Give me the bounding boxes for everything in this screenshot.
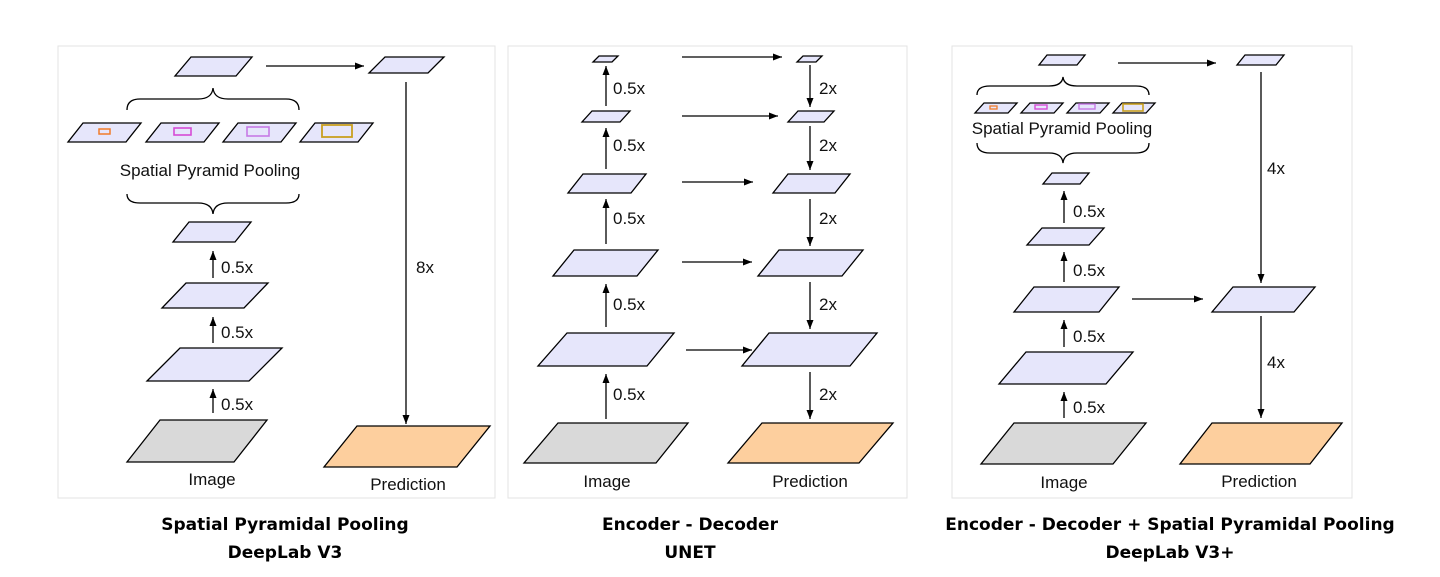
scale-label: 2x xyxy=(819,209,837,228)
prediction-label: Prediction xyxy=(370,475,446,494)
caption-title: Spatial Pyramidal Pooling xyxy=(161,515,409,535)
panel-spp: 0.5x 0.5x 0.5x Spatial Pyramid Pooling 8… xyxy=(57,45,496,499)
prediction-label: Prediction xyxy=(1221,472,1297,491)
feature-map xyxy=(786,110,836,123)
caption-deeplabv3plus: Encoder - Decoder + Spatial Pyramidal Po… xyxy=(920,511,1420,567)
feature-map xyxy=(580,110,632,123)
bin-marker-gold xyxy=(1122,103,1144,112)
scale-label: 8x xyxy=(416,258,434,277)
caption-title: Encoder - Decoder + Spatial Pyramidal Po… xyxy=(945,515,1395,535)
panel-unet: 0.5x 0.5x 0.5x 0.5x 0.5x 2x 2x 2x 2x 2x … xyxy=(507,45,908,499)
scale-label: 0.5x xyxy=(613,209,646,228)
feature-map xyxy=(795,55,824,63)
scale-label: 0.5x xyxy=(613,295,646,314)
scale-label: 2x xyxy=(819,295,837,314)
scale-label: 2x xyxy=(819,385,837,404)
feature-map xyxy=(367,56,446,74)
prediction-layer xyxy=(322,425,492,468)
feature-map xyxy=(1037,54,1087,66)
caption-subtitle: DeepLab V3 xyxy=(227,543,343,563)
caption-title: Encoder - Decoder xyxy=(602,515,778,535)
pooling-bin xyxy=(66,122,143,143)
scale-label: 2x xyxy=(819,79,837,98)
feature-map xyxy=(171,221,253,243)
scale-label: 0.5x xyxy=(613,136,646,155)
prediction-layer xyxy=(1178,422,1344,465)
spp-label: Spatial Pyramid Pooling xyxy=(972,119,1152,138)
image-label: Image xyxy=(188,470,235,489)
feature-map xyxy=(997,351,1135,385)
bin-marker-gold xyxy=(321,124,353,138)
feature-map xyxy=(1012,286,1121,313)
caption-subtitle: DeepLab V3+ xyxy=(1105,543,1235,563)
feature-map xyxy=(1025,227,1106,246)
scale-label: 0.5x xyxy=(1073,261,1106,280)
bin-marker-magenta xyxy=(173,127,192,136)
brace xyxy=(976,76,1150,96)
pooling-bin xyxy=(1065,102,1111,114)
panel-spp-frame xyxy=(57,45,496,499)
feature-map xyxy=(173,56,254,77)
feature-map xyxy=(1041,172,1091,185)
image-layer xyxy=(979,422,1148,465)
brace xyxy=(126,87,300,111)
spp-label: Spatial Pyramid Pooling xyxy=(120,161,300,180)
image-layer xyxy=(125,419,269,463)
pooling-bin xyxy=(1019,102,1065,114)
feature-map xyxy=(1235,54,1286,66)
feature-map xyxy=(145,347,284,382)
bin-marker-orange xyxy=(989,105,998,110)
scale-label: 0.5x xyxy=(1073,398,1106,417)
pooling-bin xyxy=(144,122,221,143)
scale-label: 0.5x xyxy=(221,258,254,277)
caption-unet: Encoder - Decoder UNET xyxy=(505,511,875,567)
feature-map xyxy=(756,249,865,277)
scale-label: 0.5x xyxy=(221,323,254,342)
feature-map xyxy=(536,332,676,367)
scale-label: 0.5x xyxy=(613,385,646,404)
feature-map xyxy=(160,282,270,309)
feature-map xyxy=(591,55,620,63)
scale-label: 0.5x xyxy=(1073,202,1106,221)
bin-marker-orange xyxy=(98,128,111,135)
scale-label: 2x xyxy=(819,136,837,155)
brace xyxy=(976,142,1150,164)
image-label: Image xyxy=(1040,473,1087,492)
prediction-layer xyxy=(726,422,895,464)
caption-subtitle: UNET xyxy=(664,543,716,563)
feature-map xyxy=(551,249,660,277)
bin-marker-purple xyxy=(246,126,270,137)
image-label: Image xyxy=(583,472,630,491)
feature-map xyxy=(1210,286,1317,313)
bin-marker-purple xyxy=(1078,103,1096,110)
scale-label: 4x xyxy=(1267,159,1285,178)
scale-label: 0.5x xyxy=(1073,327,1106,346)
image-layer xyxy=(522,422,690,464)
panel-deeplabv3plus: 0.5x 0.5x 0.5x 0.5x Spatial Pyramid Pool… xyxy=(951,45,1353,499)
feature-map xyxy=(740,332,879,367)
scale-label: 0.5x xyxy=(613,79,646,98)
prediction-label: Prediction xyxy=(772,472,848,491)
feature-map xyxy=(771,173,852,194)
caption-spp: Spatial Pyramidal Pooling DeepLab V3 xyxy=(100,511,470,567)
pooling-bin xyxy=(298,122,375,143)
scale-label: 0.5x xyxy=(221,395,254,414)
scale-label: 4x xyxy=(1267,353,1285,372)
pooling-bin xyxy=(973,102,1019,114)
bin-marker-magenta xyxy=(1034,104,1048,110)
brace xyxy=(126,193,300,215)
pooling-bin xyxy=(221,122,298,143)
feature-map xyxy=(566,173,648,194)
